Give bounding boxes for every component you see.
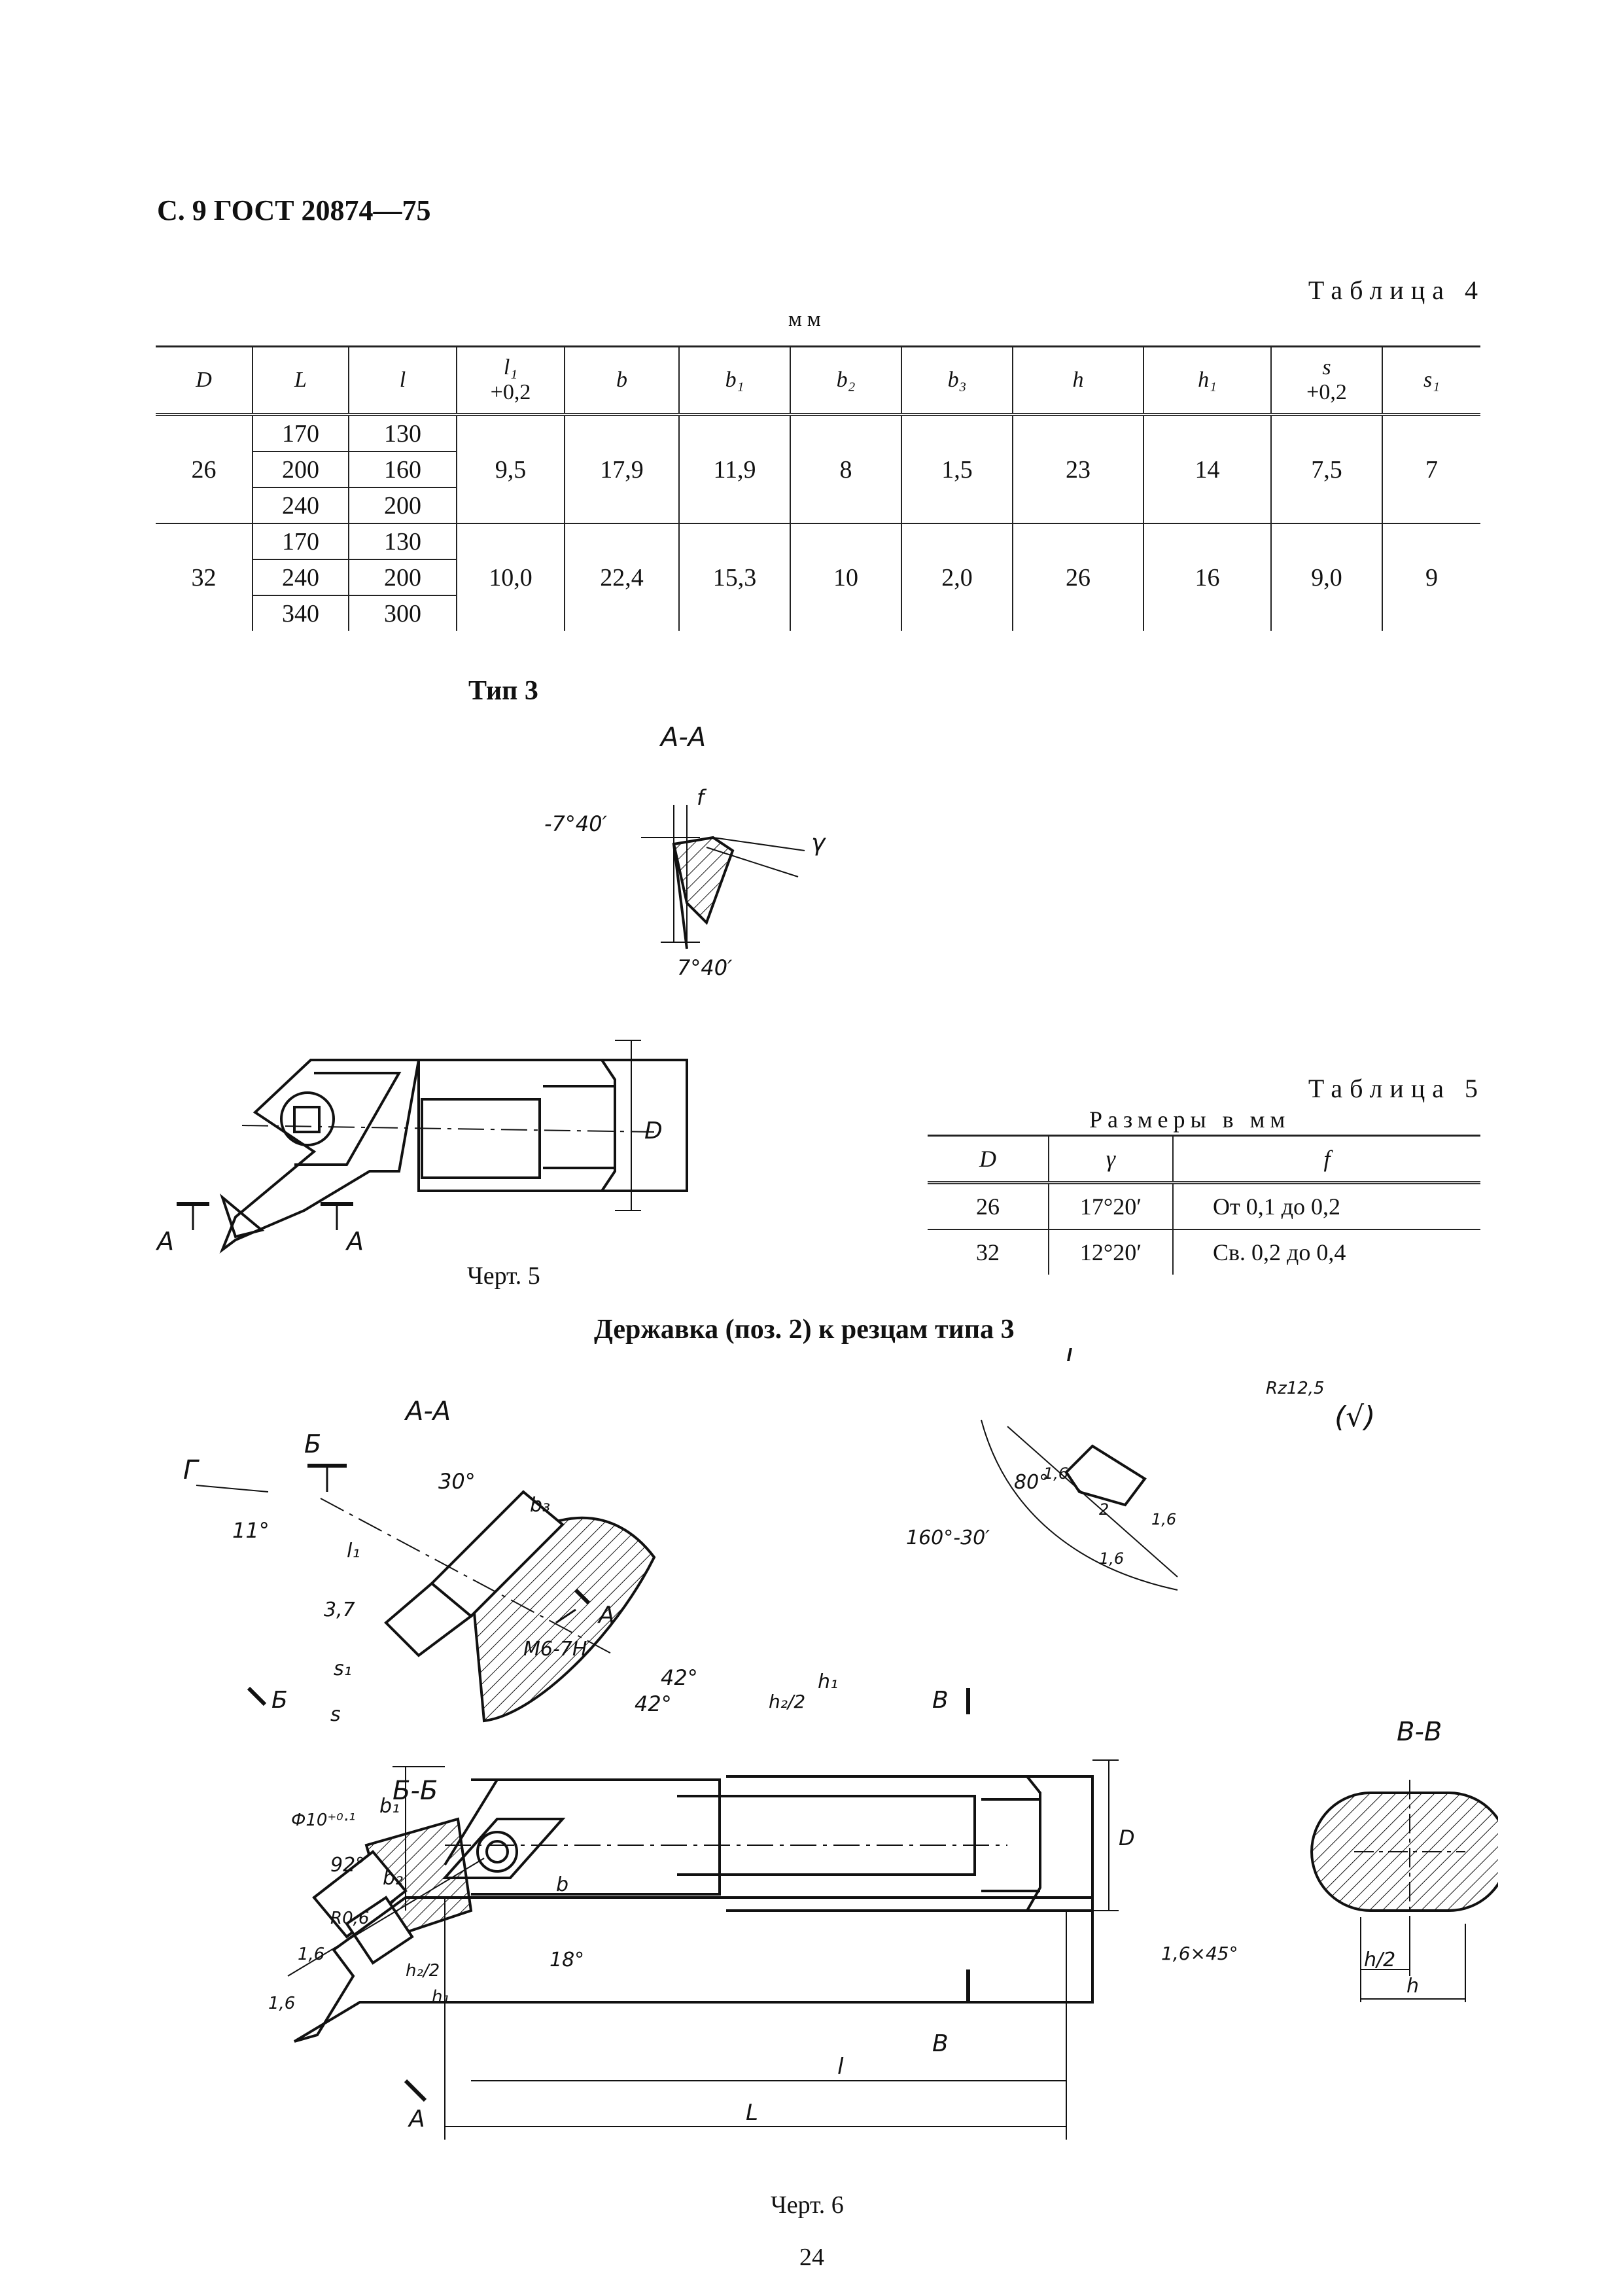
table-row: 32 12°20′ Св. 0,2 до 0,4 — [928, 1229, 1480, 1275]
dim-s1: s₁ — [334, 1657, 352, 1680]
label-v-top: В — [932, 1687, 949, 1714]
label-b-aa: Б — [304, 1430, 321, 1458]
label-v-bottom: В — [932, 2030, 949, 2057]
f-label: f — [697, 785, 707, 810]
angle-left-label: -7°40′ — [544, 811, 608, 836]
table-row: 32 170 130 10,0 22,4 15,3 10 2,0 26 16 9… — [156, 523, 1480, 631]
drawing-6: Г Rz12,5 (√) А-А Г Б 30° 11° b₃ l₁ 3,7 M… — [183, 1348, 1498, 2140]
dim-h-half: h/2 — [1364, 1949, 1395, 1971]
section-aa-label: А-А — [404, 1396, 451, 1426]
dim-1-6-g2: 1,6 — [1151, 1510, 1176, 1528]
view-g — [981, 1419, 1178, 1591]
table-row: 340 300 — [156, 595, 1480, 631]
drawing-5: А-А -7°40′ f γ 7°40′ D А А — [155, 722, 826, 1256]
d-dimension-label: D — [644, 1118, 663, 1144]
angle-30: 30° — [438, 1469, 476, 1494]
dim-s: s — [330, 1703, 341, 1726]
type3-title: Тип 3 — [468, 676, 538, 706]
table-4: D L l l₁+0,2 b b₁ b₂ b₃ h h₁ s+0,2 s₁ 26… — [156, 345, 1480, 631]
label-a-top: А — [597, 1602, 615, 1629]
table-5: D γ f 26 17°20′ От 0,1 до 0,2 32 12°20′ … — [928, 1135, 1480, 1275]
section-bb-label: Б-Б — [393, 1776, 438, 1806]
view-g-arrow: Г — [183, 1455, 200, 1485]
dim-1-6-bottom: 1,6 — [268, 1994, 295, 2013]
holder-main — [247, 1588, 1119, 2140]
col-h1: h₁ — [1143, 345, 1272, 416]
section-vv — [1310, 1780, 1498, 2002]
drawing6-caption: Черт. 6 — [771, 2191, 844, 2219]
dim-b: b — [556, 1873, 568, 1896]
dim-h2-main: h₂/2 — [769, 1691, 805, 1712]
roughness-paren: (√) — [1335, 1400, 1375, 1434]
col-b2: b₂ — [790, 345, 902, 416]
view-g-top: Г — [1066, 1348, 1083, 1368]
page-number: 24 — [799, 2244, 824, 2271]
dim-3-7: 3,7 — [324, 1598, 355, 1621]
table-row: 200 160 — [156, 451, 1480, 487]
drawing5-caption: Черт. 5 — [467, 1262, 540, 1290]
dim-h2-half: h₂/2 — [406, 1961, 440, 1981]
dim-h1-main: h₁ — [818, 1670, 838, 1693]
section-a-right: А — [345, 1227, 364, 1256]
gamma-label: γ — [811, 830, 826, 857]
dim-1-6-g1: 1,6 — [1043, 1464, 1068, 1483]
dim-b1: b₁ — [379, 1795, 400, 1818]
dim-l: l — [837, 2054, 844, 2080]
col-s1: s₁ — [1382, 345, 1480, 416]
dim-2: 2 — [1099, 1500, 1109, 1519]
angle-42-a: 42° — [661, 1665, 698, 1690]
col-l: l — [348, 345, 457, 416]
dim-b3: b₃ — [530, 1494, 550, 1517]
col-D: D — [156, 345, 253, 416]
col-b3: b₃ — [901, 345, 1013, 416]
dim-h1-bb: h₁ — [432, 1987, 449, 2007]
dim-h: h — [1406, 1975, 1419, 1998]
table4-caption: Таблица 4 — [1308, 275, 1485, 305]
holder-title: Державка (поз. 2) к резцам типа 3 — [594, 1315, 1015, 1345]
angle-92: 92° — [330, 1854, 365, 1877]
col-b1: b₁ — [678, 345, 791, 416]
section-aa-label: А-А — [659, 722, 706, 752]
table-row: 240 200 — [156, 487, 1480, 523]
chamfer-label: 1,6×45° — [1161, 1943, 1238, 1964]
roughness-label: Rz12,5 — [1266, 1379, 1325, 1398]
dim-b2: b₂ — [383, 1867, 403, 1890]
table-row: 240 200 — [156, 559, 1480, 595]
dim-1-6-g3: 1,6 — [1099, 1549, 1124, 1568]
table4-header-row: D L l l₁+0,2 b b₁ b₂ b₃ h h₁ s+0,2 s₁ — [156, 345, 1480, 416]
table-row: 26 17°20′ От 0,1 до 0,2 — [928, 1182, 1480, 1229]
table4-units: мм — [788, 308, 826, 331]
table-row: 26 170 130 9,5 17,9 11,9 8 1,5 23 14 7,5… — [156, 414, 1480, 523]
angle-11: 11° — [232, 1518, 270, 1543]
dim-d10: Ф10⁺⁰·¹ — [291, 1810, 355, 1830]
angle-18: 18° — [550, 1949, 584, 1971]
section-vv-label: В-В — [1397, 1717, 1442, 1747]
cutter-body — [177, 1040, 688, 1254]
col-s: s+0,2 — [1270, 345, 1383, 416]
section-aa — [196, 1464, 656, 1723]
col-h: h — [1012, 345, 1144, 416]
insert-section — [641, 805, 805, 949]
label-b-main: Б — [271, 1687, 288, 1714]
table5-header-row: D γ f — [928, 1135, 1480, 1184]
col-l1: l₁+0,2 — [456, 345, 565, 416]
angle-42-b: 42° — [635, 1691, 672, 1716]
radius-r06: R0,6 — [330, 1909, 369, 1928]
dim-L: L — [746, 2100, 758, 2126]
thread-m6: M6-7H — [523, 1638, 587, 1661]
label-a-bottom: А — [408, 2106, 425, 2132]
table5-caption: Таблица 5 — [1308, 1074, 1485, 1103]
col-b: b — [564, 345, 680, 416]
dim-l1: l₁ — [347, 1540, 360, 1563]
page-header: С. 9 ГОСТ 20874—75 — [157, 194, 431, 226]
dim-d-main: D — [1119, 1826, 1135, 1850]
angle-80: 80° — [1014, 1471, 1049, 1494]
angle-bottom-label: 7°40′ — [677, 955, 733, 980]
angle-160: 160°-30′ — [906, 1527, 990, 1549]
dim-1-6-bb: 1,6 — [298, 1945, 324, 1964]
col-L: L — [252, 345, 349, 416]
table5-units: Размеры в мм — [1089, 1106, 1291, 1133]
section-a-left: А — [155, 1227, 174, 1256]
